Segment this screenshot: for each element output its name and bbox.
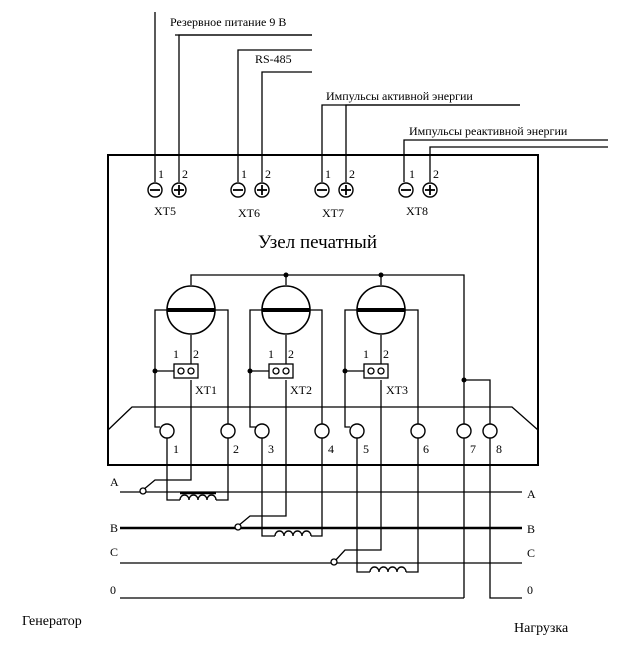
svg-text:1: 1 bbox=[158, 167, 164, 181]
svg-text:1: 1 bbox=[173, 347, 179, 361]
ct-c-wiring bbox=[333, 380, 382, 563]
neutral-left: 0 bbox=[110, 583, 116, 597]
load-label: Нагрузка bbox=[514, 621, 569, 636]
svg-text:2: 2 bbox=[233, 442, 239, 456]
phase-c-right: C bbox=[527, 546, 535, 560]
sensor-top-bus bbox=[190, 274, 465, 380]
svg-text:2: 2 bbox=[433, 167, 439, 181]
svg-text:2: 2 bbox=[193, 347, 199, 361]
terminal-4 bbox=[314, 423, 330, 439]
rs485-wire-1 bbox=[237, 49, 312, 182]
xt6-label: XT6 bbox=[238, 206, 260, 220]
active-wire-2 bbox=[345, 104, 520, 182]
sensor3-left bbox=[344, 309, 357, 428]
ct-b-wiring bbox=[237, 380, 287, 527]
xt8-label: XT8 bbox=[406, 204, 428, 218]
phase-a-right: A bbox=[527, 487, 536, 501]
phase-c-left: C bbox=[110, 545, 118, 559]
reserve-label: Резервное питание 9 В bbox=[170, 15, 286, 29]
coil-c-icon bbox=[369, 566, 407, 573]
svg-text:2: 2 bbox=[182, 167, 188, 181]
sensor1-right bbox=[215, 309, 229, 425]
svg-text:3: 3 bbox=[268, 442, 274, 456]
svg-text:2: 2 bbox=[349, 167, 355, 181]
reactive-label: Импульсы реактивной энергии bbox=[409, 124, 568, 138]
coil-a-icon bbox=[179, 494, 217, 501]
xt5-label: XT5 bbox=[154, 204, 176, 218]
terminal-1 bbox=[159, 423, 175, 439]
terminal-5 bbox=[349, 423, 365, 439]
neutral-load bbox=[489, 437, 522, 599]
svg-text:2: 2 bbox=[288, 347, 294, 361]
meter-enclosure bbox=[107, 154, 539, 466]
active-label: Импульсы активной энергии bbox=[326, 89, 473, 103]
svg-text:1: 1 bbox=[409, 167, 415, 181]
terminal-2 bbox=[220, 423, 236, 439]
sensor3-right bbox=[405, 309, 419, 425]
jumper-blocks bbox=[173, 363, 389, 379]
svg-text:1: 1 bbox=[173, 442, 179, 456]
svg-text:5: 5 bbox=[363, 442, 369, 456]
xt3-label: XT3 bbox=[386, 383, 408, 397]
reactive-wire-2 bbox=[429, 146, 608, 182]
xt1-label: XT1 bbox=[195, 383, 217, 397]
svg-text:8: 8 bbox=[496, 442, 502, 456]
svg-text:1: 1 bbox=[363, 347, 369, 361]
svg-text:1: 1 bbox=[325, 167, 331, 181]
rs485-wire-2 bbox=[261, 71, 312, 182]
svg-text:2: 2 bbox=[383, 347, 389, 361]
terminal-3 bbox=[254, 423, 270, 439]
terminal8-wire bbox=[464, 379, 491, 425]
svg-text:1: 1 bbox=[268, 347, 274, 361]
xt7-label: XT7 bbox=[322, 206, 344, 220]
sensor1-left bbox=[154, 309, 167, 428]
neutral-right: 0 bbox=[527, 583, 533, 597]
coil-b-icon bbox=[274, 530, 312, 537]
ct-coils bbox=[179, 491, 407, 573]
sensor2-left bbox=[249, 309, 262, 428]
unit-title: Узел печатный bbox=[258, 232, 377, 253]
sensor2-right bbox=[310, 309, 323, 425]
generator-label: Генератор bbox=[22, 614, 82, 629]
phase-a-left: A bbox=[110, 475, 119, 489]
terminal-6 bbox=[410, 423, 426, 439]
terminal-7 bbox=[456, 423, 472, 439]
xt2-label: XT2 bbox=[290, 383, 312, 397]
svg-text:1: 1 bbox=[241, 167, 247, 181]
svg-text:7: 7 bbox=[470, 442, 476, 456]
phase-b-right: B bbox=[527, 522, 535, 536]
svg-text:2: 2 bbox=[265, 167, 271, 181]
svg-text:6: 6 bbox=[423, 442, 429, 456]
ct-a-wiring bbox=[142, 380, 192, 491]
reserve-wire-2 bbox=[178, 34, 312, 182]
reactive-wire-1 bbox=[403, 139, 608, 182]
rs485-label: RS-485 bbox=[255, 52, 292, 66]
svg-text:4: 4 bbox=[328, 442, 334, 456]
terminal-8 bbox=[482, 423, 498, 439]
phase-b-left: B bbox=[110, 521, 118, 535]
